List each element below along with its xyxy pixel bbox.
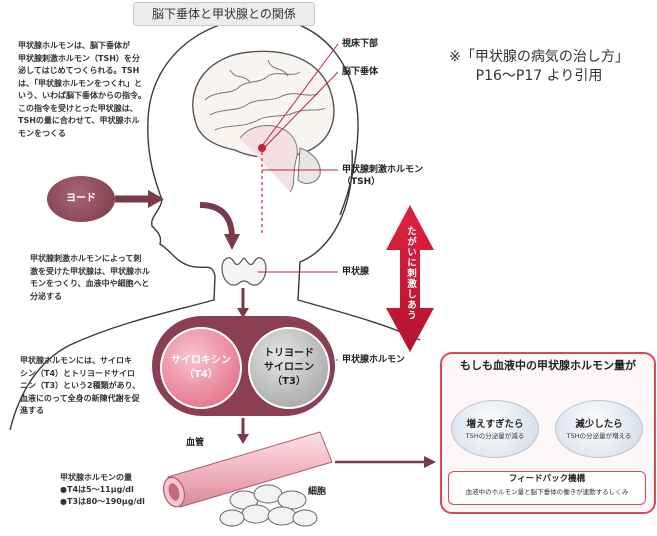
hormone-amounts: 甲状腺ホルモンの量 ●T4は5〜11μg/dl ●T3は80〜190μg/dl — [60, 473, 145, 506]
blood-vessel-label: 血管 — [186, 438, 205, 448]
citation-line2: P16～P17 より引用 — [475, 68, 603, 84]
pituitary-explanation: 甲状腺ホルモンは、脳下垂体が 甲状腺刺激ホルモン（TSH）を分 泌してはじめてつ… — [18, 41, 146, 138]
brain-illustration — [192, 50, 335, 193]
hormones-explanation: 甲状腺ホルモンには、サイロキ シン（T4）とトリヨードサイロ ニン（T3）という… — [20, 356, 141, 415]
mutual-stimulation-label: たがいに刺激しあう — [405, 226, 416, 321]
decrease-oval: 減少したら TSHの分泌量が増える — [555, 400, 643, 458]
feedback-title: もしも血液中の甲状腺ホルモン量が — [460, 359, 636, 372]
thyroid-explanation: 甲状腺刺激ホルモンによって刺 激を受けた甲状腺は、甲状腺ホル モンをつくり、血液… — [30, 254, 150, 301]
citation-line1: ※「甲状腺の病気の治し方」 — [449, 49, 629, 65]
triiodothyronine-circle: トリヨード サイロニン （T3） — [248, 327, 330, 409]
thyroxine-circle: サイロキシン （T4） — [160, 327, 242, 409]
tsh-label: 甲状腺刺激ホルモン （TSH） — [342, 165, 424, 187]
thyroid-gland — [221, 257, 267, 286]
pituitary-label: 脳下垂体 — [342, 67, 379, 77]
body-silhouette — [9, 17, 421, 431]
hypothalamus-label: 視床下部 — [342, 39, 379, 49]
cells-cluster — [219, 484, 318, 527]
thyroid-label: 甲状腺 — [342, 267, 370, 277]
thyroid-hormone-label: 甲状腺ホルモン — [342, 355, 406, 365]
feedback-mechanism-box: フィードバック機構 血液中のホルモン量と脳下垂体の働きが連動するしくみ — [448, 471, 646, 505]
citation: ※「甲状腺の病気の治し方」 P16～P17 より引用 — [424, 48, 654, 86]
iodine-oval: ヨード — [47, 176, 115, 222]
mutual-arrow — [386, 205, 434, 352]
diagram-title: 脳下垂体と甲状腺との関係 — [133, 2, 315, 26]
increase-oval: 増えすぎたら TSHの分泌量が減る — [451, 400, 539, 458]
cells-label: 細胞 — [308, 487, 327, 497]
blood-vessel — [162, 431, 333, 508]
